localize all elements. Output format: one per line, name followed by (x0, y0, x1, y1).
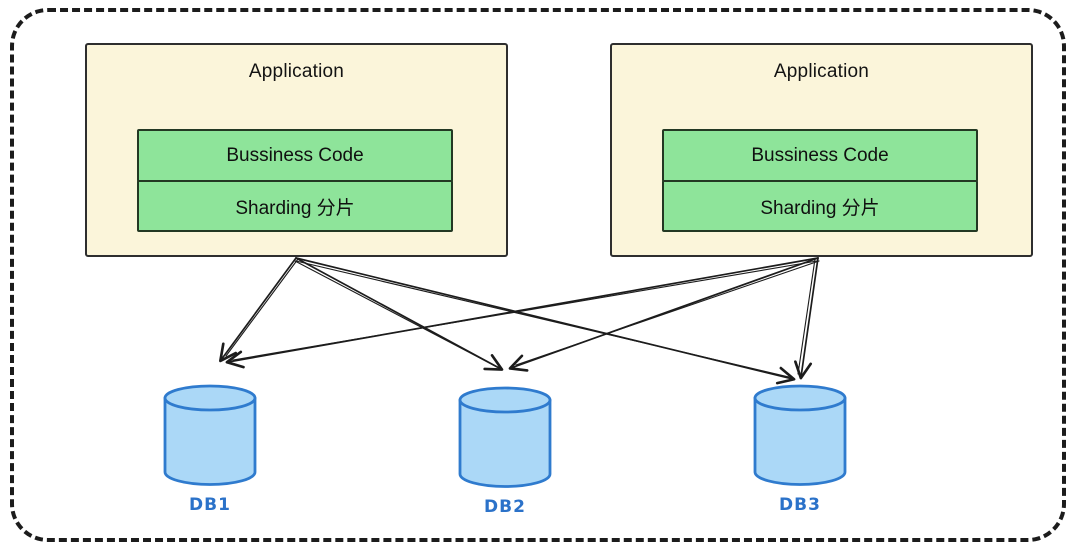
database-db2: DB2 (457, 385, 553, 517)
application-title: Application (773, 61, 870, 82)
sharding-layer: Sharding 分片 (662, 180, 978, 232)
business-code-layer: Bussiness Code (662, 129, 978, 182)
database-label: DB1 (189, 495, 231, 515)
application-box-1: Application Bussiness Code Sharding 分片 (85, 43, 508, 257)
dashed-boundary (10, 8, 1066, 542)
database-cylinder-icon (458, 386, 552, 488)
application-title: Application (248, 61, 345, 82)
application-layers: Bussiness Code Sharding 分片 (662, 129, 978, 232)
database-label: DB3 (779, 495, 821, 515)
database-label: DB2 (484, 497, 526, 517)
application-layers: Bussiness Code Sharding 分片 (137, 129, 453, 232)
sharding-layer: Sharding 分片 (137, 180, 453, 232)
database-db1: DB1 (162, 383, 258, 515)
database-cylinder-icon (163, 384, 257, 486)
application-box-2: Application Bussiness Code Sharding 分片 (610, 43, 1033, 257)
database-db3: DB3 (752, 383, 848, 515)
business-code-layer: Bussiness Code (137, 129, 453, 182)
database-cylinder-icon (753, 384, 847, 486)
